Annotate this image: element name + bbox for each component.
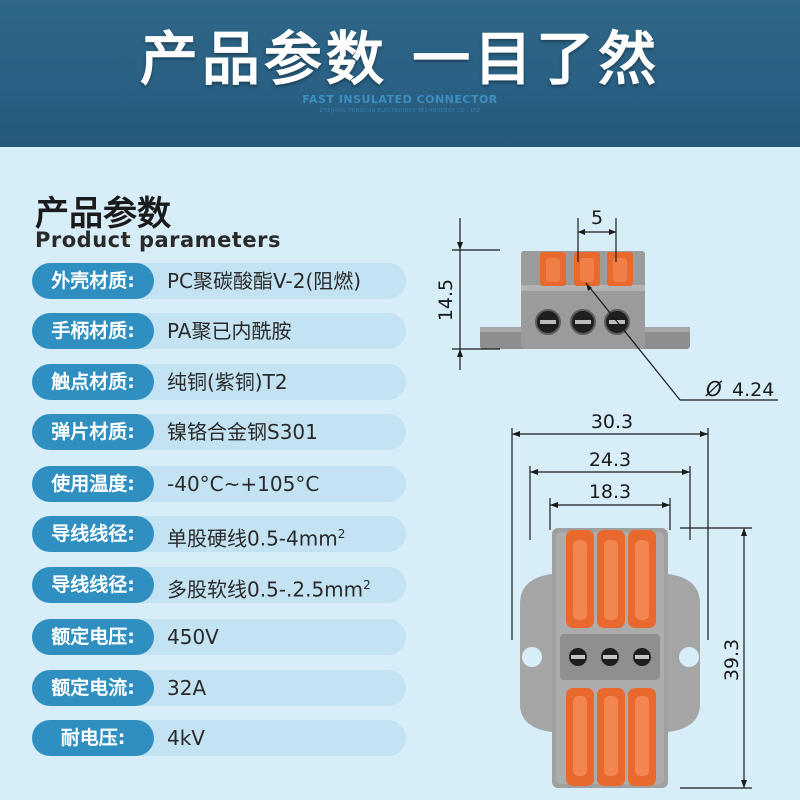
dim-overall-width: 30.3 [591, 411, 633, 433]
param-row-shell-material: 外壳材质: PC聚碳酸酯V-2(阻燃) [32, 263, 406, 299]
param-label: 外壳材质: [32, 263, 154, 299]
dim-height: 14.5 [435, 279, 457, 321]
param-value: 32A [167, 676, 207, 700]
side-view-connector [480, 251, 690, 349]
param-value-sup: 2 [337, 527, 346, 541]
dim-hole-dia: 4.24 [732, 379, 774, 401]
param-value: 多股软线0.5-.2.5mm2 [167, 567, 371, 603]
dim-mid-width: 24.3 [589, 449, 631, 471]
param-label: 导线线径: [32, 567, 154, 603]
param-label: 额定电流: [32, 670, 154, 706]
header-banner: 产品参数 一目了然 FAST INSULATED CONNECTOR ZHEJI… [0, 0, 800, 147]
param-label: 使用温度: [32, 466, 154, 502]
param-row-handle-material: 手柄材质: PA聚已内酰胺 [32, 313, 406, 349]
param-label: 导线线径: [32, 516, 154, 552]
param-value-text: 多股软线0.5-.2.5mm [167, 577, 364, 602]
param-row-stranded-wire: 导线线径: 多股软线0.5-.2.5mm2 [32, 567, 406, 603]
param-row-rated-current: 额定电流: 32A [32, 670, 406, 706]
param-label: 耐电压: [32, 720, 154, 756]
param-value: PA聚已内酰胺 [167, 319, 292, 343]
page-title: 产品参数 一目了然 [139, 25, 661, 93]
side-view-dimensions [452, 218, 778, 401]
param-row-solid-wire: 导线线径: 单股硬线0.5-4mm2 [32, 516, 406, 552]
param-row-contact-material: 触点材质: 纯铜(紫铜)T2 [32, 364, 406, 400]
param-label: 额定电压: [32, 619, 154, 655]
param-value: -40°C~+105°C [167, 472, 320, 496]
param-value: PC聚碳酸酯V-2(阻燃) [167, 269, 362, 293]
header-subtitle: FAST INSULATED CONNECTOR [302, 93, 498, 106]
param-label: 弹片材质: [32, 414, 154, 450]
section-title-cn: 产品参数 [35, 194, 171, 234]
param-value: 纯铜(紫铜)T2 [167, 370, 288, 394]
dim-inner-width: 18.3 [589, 481, 631, 503]
param-label: 触点材质: [32, 364, 154, 400]
param-value-sup: 2 [363, 578, 371, 592]
top-view-connector [520, 528, 700, 788]
param-label: 手柄材质: [32, 313, 154, 349]
param-value: 450V [167, 625, 219, 649]
param-row-rated-voltage: 额定电压: 450V [32, 619, 406, 655]
dim-pitch: 5 [591, 207, 603, 229]
param-row-temperature: 使用温度: -40°C~+105°C [32, 466, 406, 502]
top-view-dimensions [511, 428, 752, 789]
param-value: 单股硬线0.5-4mm2 [167, 516, 345, 552]
section-title-en: Product parameters [35, 228, 281, 252]
dim-dia-symbol: Ø [705, 377, 723, 401]
dim-overall-length: 39.3 [721, 639, 743, 681]
param-value-text: 单股硬线0.5-4mm [167, 526, 338, 551]
param-row-withstand-voltage: 耐电压: 4kV [32, 720, 406, 756]
param-value: 4kV [167, 726, 205, 750]
header-company: ZHEJIANG TONGUAN ELECTRONICS TECHNOLOGY … [319, 108, 481, 114]
param-value: 镍铬合金钢S301 [167, 420, 318, 444]
param-row-spring-material: 弹片材质: 镍铬合金钢S301 [32, 414, 406, 450]
